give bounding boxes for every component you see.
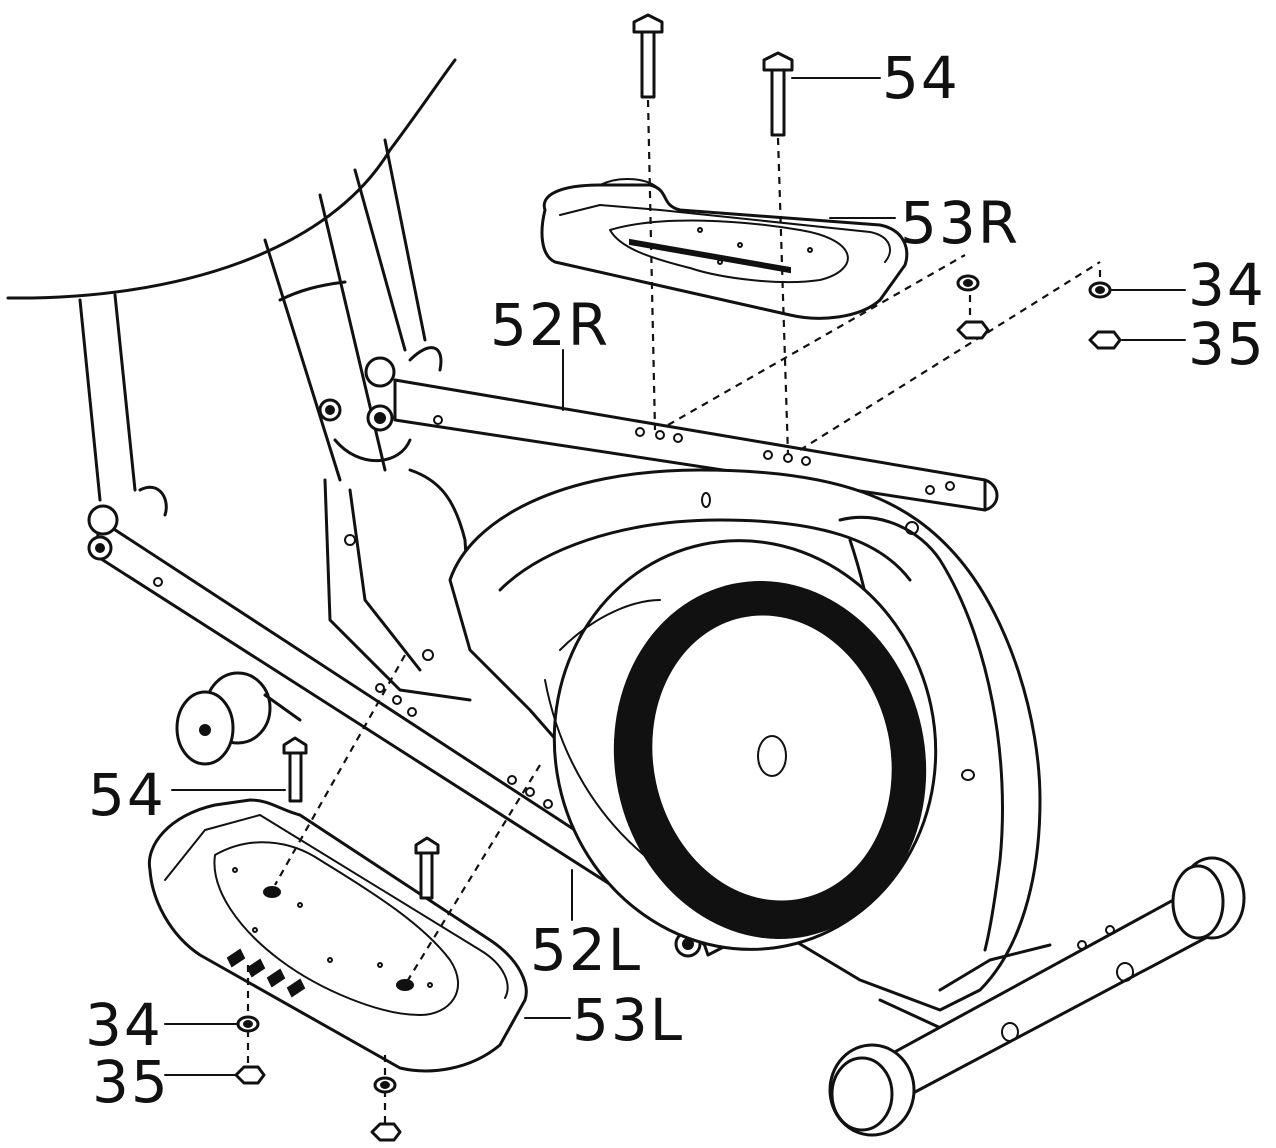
nut-right-a xyxy=(956,320,990,340)
console-housing xyxy=(6,58,457,300)
washer-left-b xyxy=(373,1076,397,1094)
assembly-lines-left xyxy=(246,654,541,1125)
callout-pedal-arm-right: 52R xyxy=(490,291,610,359)
center-post xyxy=(278,280,472,702)
callout-bolt-left: 54 xyxy=(88,761,166,829)
bolt-left-pedal-b xyxy=(414,836,440,900)
flywheel xyxy=(544,539,938,951)
callout-washer-left: 34 xyxy=(85,991,163,1059)
washer-left-a xyxy=(236,1015,260,1033)
callout-pedal-arm-left: 52L xyxy=(530,916,642,984)
callout-nut-right: 35 xyxy=(1188,310,1266,378)
nut-left-b xyxy=(370,1122,402,1142)
callout-labels: 54 53R 34 35 52R 54 52L 53L 34 35 xyxy=(85,44,1266,1116)
nut-left-a xyxy=(234,1065,266,1085)
pedal-left xyxy=(147,798,528,1073)
bolt-right-pedal-a xyxy=(632,13,664,99)
front-stabilizer xyxy=(828,856,1246,1137)
pedal-left-grip xyxy=(226,948,306,998)
callout-bolt-right: 54 xyxy=(882,44,960,112)
pedal-arm-right xyxy=(318,346,999,512)
callout-nut-left: 35 xyxy=(92,1048,170,1116)
rear-roller xyxy=(175,671,302,766)
washer-right-b xyxy=(1088,281,1112,299)
nut-right-b xyxy=(1088,330,1122,350)
assembly-lines-right xyxy=(646,99,1102,456)
leader-lines xyxy=(164,77,1186,1076)
handlebar-tubes xyxy=(78,138,427,502)
pedal-right xyxy=(540,178,909,320)
washer-right-a xyxy=(956,274,980,292)
bolt-left-pedal-a xyxy=(282,736,308,803)
bolt-right-pedal-b xyxy=(762,51,794,137)
callout-pedal-right: 53R xyxy=(900,189,1020,257)
callout-pedal-left: 53L xyxy=(572,986,684,1054)
callout-washer-right: 34 xyxy=(1188,251,1266,319)
